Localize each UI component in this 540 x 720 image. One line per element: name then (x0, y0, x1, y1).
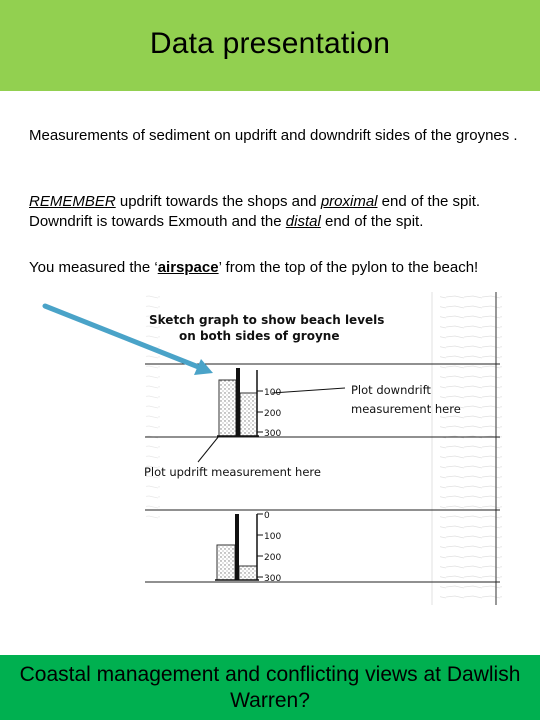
airspace-text-1: You measured the ‘ (29, 259, 158, 276)
upper-groyne-diagram: 100 200 300 (217, 368, 281, 439)
footer-title: Coastal management and conflicting views… (19, 662, 521, 712)
scale-label-0-lower: 0 (264, 511, 270, 521)
scale-label-100-lower: 100 (264, 532, 281, 542)
updrift-bar-upper (218, 379, 237, 437)
remember-text-1: updrift towards the shops and (115, 193, 321, 210)
page-title: Data presentation (149, 27, 391, 60)
downdrift-pointer-line (271, 387, 346, 394)
downdrift-bar-lower (238, 565, 258, 581)
figure-title-line-2: on both sides of groyne (179, 329, 339, 343)
updrift-pointer-line (197, 435, 220, 463)
title-banner: Data presentation (0, 0, 540, 91)
airspace-paragraph: You measured the ‘airspace’ from the top… (29, 258, 519, 278)
updrift-bar-lower (216, 544, 236, 581)
lower-groyne-diagram: 0 100 200 300 (215, 511, 281, 584)
scale-label-300: 300 (264, 429, 281, 439)
remember-text-3: end of the spit. (320, 213, 424, 230)
downdrift-label-line-1: Plot downdrift (351, 383, 431, 397)
intro-paragraph: Measurements of sediment on updrift and … (29, 127, 518, 144)
sketch-graph-figure: Sketch graph to show beach levels on bot… (140, 292, 502, 605)
scale-label-200-lower: 200 (264, 553, 281, 563)
footer-banner: Coastal management and conflicting views… (0, 655, 540, 720)
sketch-graph: Sketch graph to show beach levels on bot… (140, 292, 502, 605)
groyne-pylon-lower (235, 514, 239, 580)
figure-title-line-1: Sketch graph to show beach levels (149, 313, 384, 327)
groyne-pylon-upper (236, 368, 240, 436)
remember-paragraph: REMEMBER updrift towards the shops and p… (29, 192, 519, 232)
bleed-through (440, 292, 502, 605)
downdrift-label-line-2: measurement here (351, 402, 461, 416)
scale-label-200: 200 (264, 409, 281, 419)
distal-word: distal (285, 213, 321, 230)
remember-text-2: end of the spit. Downdrift is towards Ex… (29, 193, 481, 230)
airspace-word: airspace (157, 259, 219, 276)
remember-lead: REMEMBER (29, 193, 116, 210)
updrift-label: Plot updrift measurement here (144, 465, 321, 479)
airspace-text-2: ’ from the top of the pylon to the beach… (218, 259, 479, 276)
downdrift-bar-upper (239, 392, 258, 437)
scale-label-300-lower: 300 (264, 574, 281, 584)
proximal-word: proximal (320, 193, 378, 210)
